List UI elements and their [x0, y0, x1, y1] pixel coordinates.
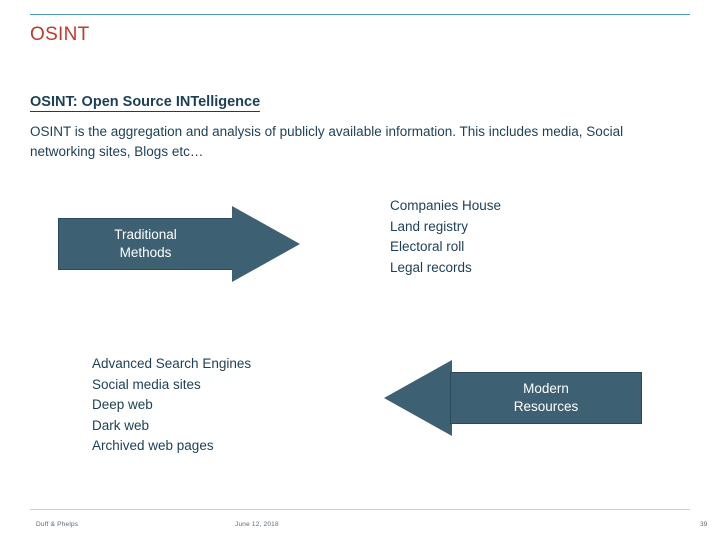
- footer-divider: [30, 509, 690, 510]
- arrow-head-icon: [384, 360, 452, 436]
- list-item: Archived web pages: [92, 438, 214, 453]
- section-heading: OSINT: Open Source INTelligence: [30, 94, 261, 112]
- list-item: Companies House: [390, 198, 502, 213]
- body-paragraph: OSINT is the aggregation and analysis of…: [30, 124, 624, 159]
- modern-resources-line2: Resources: [513, 399, 579, 414]
- modern-resources-line1: Modern: [523, 381, 569, 396]
- traditional-sources-list: Companies House Land registry Electoral …: [390, 196, 501, 278]
- page-title: OSINT: [30, 24, 90, 45]
- modern-sources-list: Advanced Search Engines Social media sit…: [92, 354, 251, 457]
- list-item: Land registry: [390, 218, 469, 234]
- list-item: Electoral roll: [390, 239, 465, 254]
- list-item: Dark web: [92, 417, 150, 433]
- traditional-methods-line2: Methods: [119, 245, 172, 260]
- list-item: Advanced Search Engines: [92, 356, 252, 371]
- arrow-shaft: [58, 218, 233, 270]
- footer-company: Duff & Phelps: [36, 521, 79, 528]
- footer-page-number: 39: [700, 521, 708, 528]
- traditional-methods-line1: Traditional: [114, 227, 177, 242]
- list-item: Deep web: [92, 397, 153, 412]
- modern-resources-label: Modern Resources: [450, 372, 642, 424]
- header-divider: [30, 14, 690, 15]
- traditional-methods-label: Traditional Methods: [58, 218, 233, 270]
- footer-date: June 12, 2018: [235, 521, 279, 528]
- traditional-methods-arrow: Traditional Methods: [58, 206, 300, 282]
- modern-resources-arrow: Modern Resources: [384, 360, 642, 436]
- list-item: Legal records: [390, 259, 472, 275]
- list-item: Social media sites: [92, 376, 201, 392]
- arrow-head-icon: [232, 206, 300, 282]
- arrow-shaft: [450, 372, 642, 424]
